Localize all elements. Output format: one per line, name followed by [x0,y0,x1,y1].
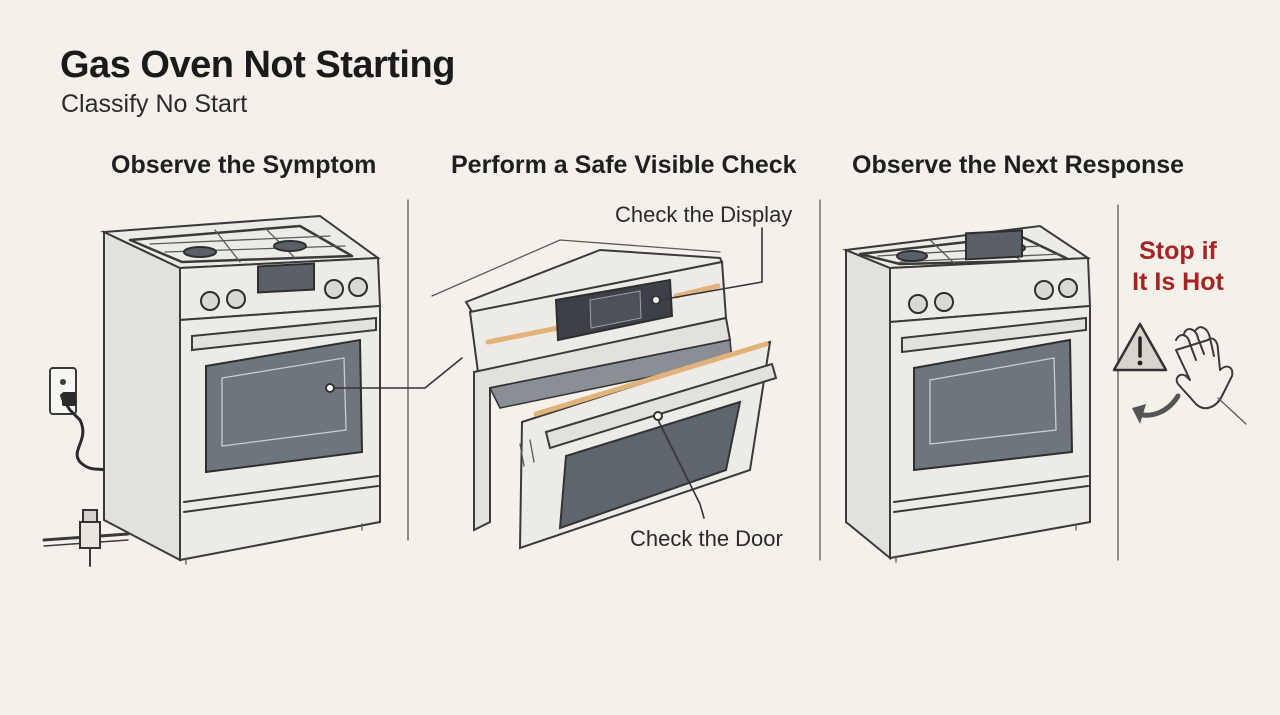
callout-check-display: Check the Display [615,202,793,227]
curved-arrow-icon [1132,393,1181,424]
warning-line-1: Stop if [1139,237,1217,265]
warning-triangle-icon [1112,322,1168,372]
hand-icon [1175,326,1247,425]
panel-heading-symptom: Observe the Symptom [111,151,377,179]
panel-heading-next-response: Observe the Next Response [852,151,1185,179]
power-outlet-icon [49,367,105,472]
panel-heading-visible-check: Perform a Safe Visible Check [451,151,797,179]
gas-valve-icon [42,509,130,567]
oven-illustration-symptom [100,214,463,565]
callout-check-door: Check the Door [630,526,783,551]
oven-illustration-next-response [842,224,1092,563]
warning-stop-if-hot: Stop if It Is Hot [1122,236,1234,298]
oven-illustration-door-check [431,227,778,550]
page-subtitle: Classify No Start [61,90,248,118]
page-title: Gas Oven Not Starting [60,44,455,86]
warning-line-2: It Is Hot [1132,268,1224,296]
